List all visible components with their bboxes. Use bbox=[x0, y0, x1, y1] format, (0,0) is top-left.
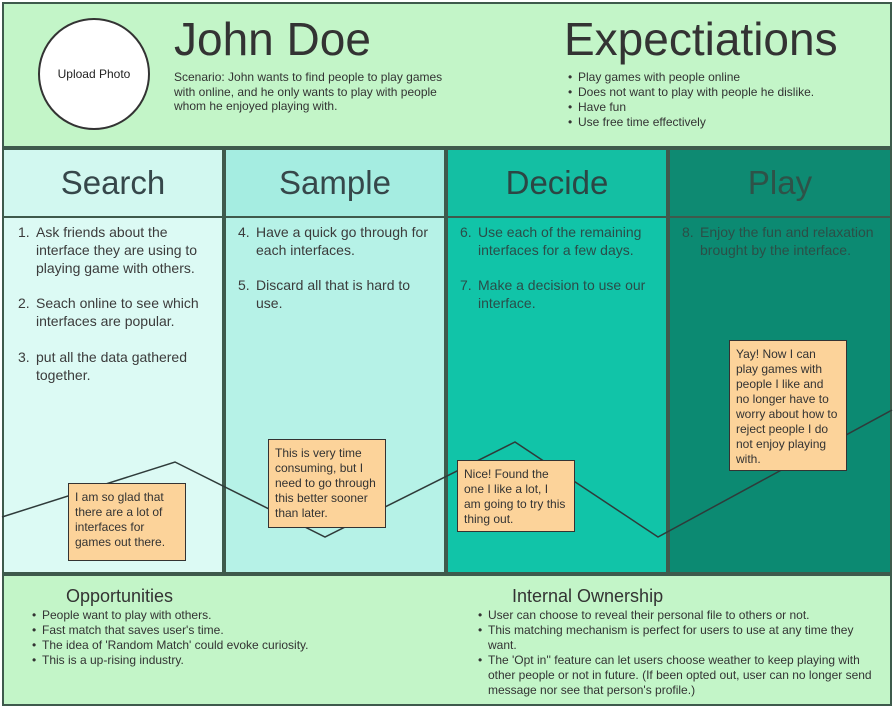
step-text: put all the data gathered together. bbox=[36, 349, 188, 383]
stage-title-search: Search bbox=[4, 150, 222, 218]
step-text: Discard all that is hard to use. bbox=[256, 277, 411, 311]
ownership-item: User can choose to reveal their personal… bbox=[478, 608, 878, 623]
ownership-title: Internal Ownership bbox=[512, 586, 664, 606]
step-number: 5. bbox=[238, 277, 250, 293]
expectations-title: Expectiations bbox=[564, 13, 838, 65]
stage-title-play: Play bbox=[670, 150, 890, 218]
opportunity-item: People want to play with others. bbox=[32, 608, 452, 623]
step-number: 2. bbox=[18, 295, 30, 311]
step-number: 1. bbox=[18, 224, 30, 240]
step-number: 6. bbox=[460, 224, 472, 240]
upload-photo-button[interactable]: Upload Photo bbox=[38, 18, 150, 130]
stage-body-sample: 4. Have a quick go through for each inte… bbox=[226, 218, 444, 572]
persona-panel: Upload Photo John Doe Scenario: John wan… bbox=[2, 2, 892, 148]
step-number: 3. bbox=[18, 349, 30, 365]
scenario-text: Scenario: John wants to find people to p… bbox=[174, 70, 443, 113]
thought-note-search: I am so glad that there are a lot of int… bbox=[68, 483, 186, 561]
step-item: 8. Enjoy the fun and relaxation brought … bbox=[682, 223, 878, 259]
step-text: Use each of the remaining interfaces for… bbox=[478, 224, 642, 258]
thought-note-play: Yay! Now I can play games with people I … bbox=[729, 340, 847, 471]
opportunity-item: The idea of 'Random Match' could evoke c… bbox=[32, 638, 452, 653]
opportunity-item: This is a up-rising industry. bbox=[32, 653, 452, 668]
step-item: 5. Discard all that is hard to use. bbox=[238, 276, 428, 312]
step-number: 7. bbox=[460, 277, 472, 293]
step-item: 6. Use each of the remaining interfaces … bbox=[460, 223, 664, 259]
step-item: 3. put all the data gathered together. bbox=[18, 348, 218, 384]
step-item: 2. Seach online to see which interfaces … bbox=[18, 294, 218, 330]
expectations-list: Play games with people online Does not w… bbox=[568, 70, 888, 130]
opportunity-item: Fast match that saves user's time. bbox=[32, 623, 452, 638]
insights-panel: Opportunities People want to play with o… bbox=[2, 574, 892, 706]
step-text: Make a decision to use our interface. bbox=[478, 277, 646, 311]
step-text: Seach online to see which interfaces are… bbox=[36, 295, 199, 329]
ownership-list: User can choose to reveal their personal… bbox=[478, 608, 878, 698]
stage-title-sample: Sample bbox=[226, 150, 444, 218]
expectation-item: Have fun bbox=[568, 100, 888, 115]
stage-title-decide: Decide bbox=[448, 150, 666, 218]
thought-note-decide: Nice! Found the one I like a lot, I am g… bbox=[457, 460, 575, 532]
opportunities-title: Opportunities bbox=[66, 586, 174, 606]
step-text: Have a quick go through for each interfa… bbox=[256, 224, 428, 258]
ownership-item: The 'Opt in'' feature can let users choo… bbox=[478, 653, 878, 698]
step-item: 1. Ask friends about the interface they … bbox=[18, 223, 218, 277]
upload-photo-label: Upload Photo bbox=[57, 67, 131, 81]
expectation-item: Does not want to play with people he dis… bbox=[568, 85, 888, 100]
stage-body-play: 8. Enjoy the fun and relaxation brought … bbox=[670, 218, 890, 572]
step-text: Enjoy the fun and relaxation brought by … bbox=[700, 224, 874, 258]
stage-body-search: 1. Ask friends about the interface they … bbox=[4, 218, 222, 572]
step-number: 8. bbox=[682, 224, 694, 240]
opportunities-list: People want to play with others. Fast ma… bbox=[32, 608, 452, 668]
step-item: 4. Have a quick go through for each inte… bbox=[238, 223, 442, 259]
ownership-item: This matching mechanism is perfect for u… bbox=[478, 623, 878, 653]
expectation-item: Use free time effectively bbox=[568, 115, 888, 130]
expectation-item: Play games with people online bbox=[568, 70, 888, 85]
stage-body-decide: 6. Use each of the remaining interfaces … bbox=[448, 218, 666, 572]
step-item: 7. Make a decision to use our interface. bbox=[460, 276, 664, 312]
step-number: 4. bbox=[238, 224, 250, 240]
persona-name: John Doe bbox=[174, 13, 371, 65]
step-text: Ask friends about the interface they are… bbox=[36, 224, 198, 276]
thought-note-sample: This is very time consuming, but I need … bbox=[268, 439, 386, 528]
